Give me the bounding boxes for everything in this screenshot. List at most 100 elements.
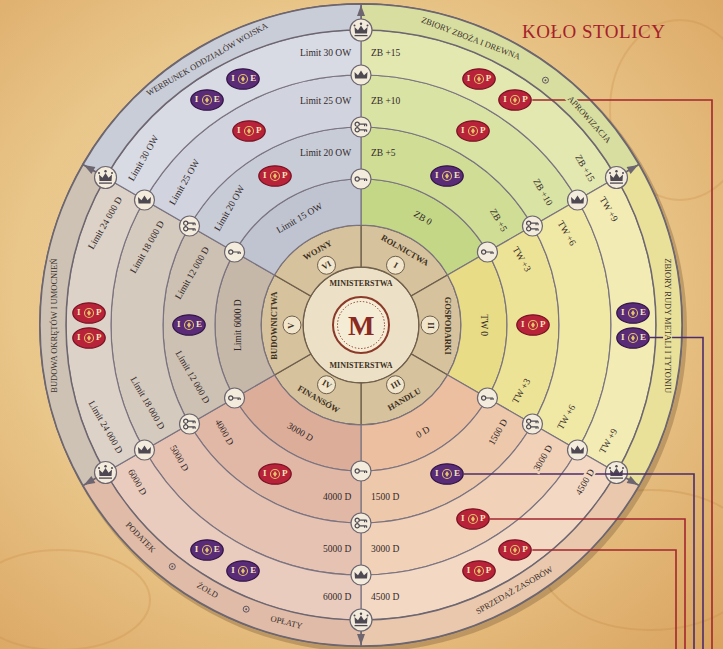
icon-disc (522, 216, 542, 236)
rank-icon (351, 169, 371, 189)
band-segment (40, 165, 106, 486)
icon-disc (350, 19, 372, 41)
key-bit (359, 471, 366, 473)
crown-jewel (98, 172, 100, 174)
token-body (259, 464, 291, 484)
crown-jewel (615, 465, 617, 467)
rank-icon (134, 440, 154, 460)
crown-shape (138, 446, 151, 454)
key-bit (486, 252, 493, 254)
board-title: KOŁO STOLICY (522, 22, 665, 43)
key-bit (359, 124, 366, 126)
token-emblem (273, 471, 277, 477)
crown-shape (610, 173, 623, 181)
token-letter: I (621, 333, 625, 343)
key-bit (188, 229, 195, 231)
cell-value: 3000 D (369, 544, 401, 554)
token-letter: P (522, 545, 528, 555)
token-letter: I (231, 74, 235, 84)
token: IE (616, 327, 650, 349)
icon-disc (95, 167, 117, 189)
key-bow (184, 227, 188, 231)
token-letter: I (467, 566, 471, 576)
outer-band-shape (614, 162, 684, 488)
seal-letter: M (348, 311, 374, 342)
token-emblem (239, 74, 248, 83)
icon-disc (477, 242, 497, 262)
rank-icon (95, 167, 117, 189)
token-letter: E (250, 566, 256, 576)
rank-icon (225, 242, 245, 262)
outer-band: ZBIORY RUDY METALI I TYTONIU (614, 162, 684, 488)
token-body (73, 327, 105, 347)
crown-shape (99, 468, 112, 476)
token-letter: P (486, 566, 492, 576)
band-segment (83, 473, 361, 647)
token-emblem (443, 469, 452, 478)
rank-icon (522, 414, 542, 434)
token-letter: I (231, 74, 235, 84)
token-emblem (245, 127, 254, 136)
token-body (227, 69, 259, 89)
band-label: ZBIORY RUDY METALI I TYTONIU (663, 256, 672, 395)
divider-arrow (357, 5, 365, 16)
crown-base (99, 477, 112, 478)
cell-value: Limit 20 OW (298, 148, 353, 158)
icon-disc (134, 190, 154, 210)
token: IP (498, 89, 532, 111)
key-bit (188, 427, 195, 429)
key-bow (527, 227, 531, 231)
token-letter: P (256, 126, 262, 136)
crown-shape (571, 446, 584, 454)
cell-value: 4500 D (369, 592, 401, 602)
token-emblem (631, 310, 635, 316)
token-letter: I (263, 469, 267, 479)
rank-icon (351, 513, 371, 533)
band-label: SPRZEDAŻ ZASOBÓW (473, 564, 557, 618)
ministry-numeral: V (287, 322, 296, 328)
cell-value: 5000 D (321, 544, 353, 554)
ministry-numeral: II (425, 322, 434, 329)
cell-value: Limit 25 OW (298, 96, 353, 106)
crown-jewel (609, 172, 611, 174)
token-body (617, 302, 649, 322)
token-letter: P (540, 320, 546, 330)
divider-arrow (627, 476, 639, 485)
cell-value: Limit 6000 D (233, 297, 243, 353)
token-emblem (511, 545, 520, 554)
token-body (173, 315, 205, 335)
token-letter: P (282, 171, 288, 181)
cell-value: TW 0 (479, 312, 489, 338)
band-label: BUDOWA OKRĘTÓW I UMOCNIEŃ (50, 256, 59, 394)
token: IE (616, 302, 650, 324)
ministry-name: BUDOWNICTWA (270, 291, 279, 359)
cell-value: Limit 30 OW (298, 48, 353, 58)
cell-value: 3000 D (369, 544, 401, 554)
hub-title: MINISTERSTWA (330, 280, 393, 289)
token-letter: E (214, 545, 220, 555)
token-letter: I (467, 566, 471, 576)
token-letter: I (263, 469, 267, 479)
rank-icon (351, 565, 371, 585)
key-bow (355, 122, 359, 126)
icon-disc (225, 242, 245, 262)
token-letter: I (177, 320, 181, 330)
key-bit (359, 179, 366, 181)
divider-arrow (627, 165, 639, 174)
seal-ring (338, 302, 385, 349)
cell-value: 6000 D (321, 592, 353, 602)
leader-lines (464, 100, 712, 649)
cell-value: 4500 D (369, 592, 401, 602)
key-bit (531, 427, 538, 429)
token-letter: E (214, 95, 220, 105)
token-emblem (202, 545, 211, 554)
key-bow (229, 396, 233, 400)
token-letter: P (540, 320, 546, 330)
token: IP (72, 302, 106, 324)
token-emblem (511, 96, 520, 105)
token-letter: P (480, 514, 486, 524)
token: IE (226, 68, 260, 90)
leader-line (464, 474, 694, 649)
token-emblem (239, 567, 248, 576)
key-bit (359, 526, 366, 528)
